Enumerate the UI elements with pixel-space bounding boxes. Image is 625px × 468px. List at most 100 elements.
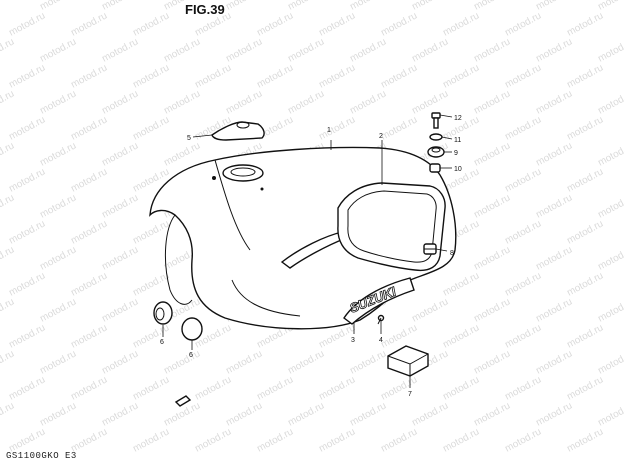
watermark-text: motod.ru	[503, 62, 543, 90]
watermark-text: motod.ru	[348, 36, 388, 64]
watermark-text: motod.ru	[131, 10, 171, 38]
watermark-text: motod.ru	[131, 114, 171, 142]
watermark-text: motod.ru	[0, 192, 16, 220]
watermark-text: motod.ru	[441, 62, 481, 90]
watermark-text: motod.ru	[0, 88, 16, 116]
watermark-text: motod.ru	[69, 322, 109, 350]
callout-10: 10	[454, 166, 462, 173]
watermark-text: motod.ru	[7, 166, 47, 194]
watermark-text: motod.ru	[100, 348, 140, 376]
watermark-text: motod.ru	[38, 36, 78, 64]
watermark-text: motod.ru	[224, 36, 264, 64]
cushion-part-9	[427, 146, 445, 158]
watermark-text: motod.ru	[534, 140, 574, 168]
watermark-text: motod.ru	[0, 36, 16, 64]
washer-part-11	[429, 133, 443, 141]
callout-3: 3	[351, 337, 355, 344]
watermark-text: motod.ru	[596, 400, 625, 428]
watermark-text: motod.ru	[317, 62, 357, 90]
watermark-text: motod.ru	[348, 0, 388, 13]
watermark-text: motod.ru	[255, 62, 295, 90]
watermark-text: motod.ru	[131, 218, 171, 246]
grommet	[423, 243, 437, 255]
watermark-text: motod.ru	[69, 218, 109, 246]
watermark-text: motod.ru	[534, 244, 574, 272]
callout-6-left: 6	[160, 339, 164, 346]
tank-cushion-left	[153, 301, 173, 325]
watermark-text: motod.ru	[317, 426, 357, 454]
watermark-text: motod.ru	[596, 0, 625, 13]
watermark-text: motod.ru	[410, 400, 450, 428]
watermark-text: motod.ru	[131, 322, 171, 350]
watermark-text: motod.ru	[379, 10, 419, 38]
watermark-text: motod.ru	[503, 166, 543, 194]
watermark-text: motod.ru	[534, 348, 574, 376]
callout-6-right: 6	[189, 352, 193, 359]
watermark-text: motod.ru	[379, 114, 419, 142]
watermark-text: motod.ru	[317, 114, 357, 142]
watermark-text: motod.ru	[69, 166, 109, 194]
watermark-text: motod.ru	[565, 62, 605, 90]
watermark-text: motod.ru	[472, 296, 512, 324]
watermark-text: motod.ru	[472, 244, 512, 272]
watermark-text: motod.ru	[472, 400, 512, 428]
watermark-text: motod.ru	[596, 296, 625, 324]
watermark-text: motod.ru	[7, 62, 47, 90]
watermark-text: motod.ru	[162, 36, 202, 64]
watermark-text: motod.ru	[162, 348, 202, 376]
callout-2: 2	[379, 133, 383, 140]
watermark-text: motod.ru	[565, 322, 605, 350]
small-clip	[174, 395, 192, 407]
bolt-part-12	[431, 112, 441, 129]
watermark-text: motod.ru	[565, 374, 605, 402]
watermark-text: motod.ru	[472, 348, 512, 376]
callout-4: 4	[379, 337, 383, 344]
knee-grip-panel	[337, 182, 446, 272]
watermark-text: motod.ru	[38, 296, 78, 324]
watermark-text: motod.ru	[534, 88, 574, 116]
watermark-text: motod.ru	[503, 10, 543, 38]
watermark-text: motod.ru	[348, 88, 388, 116]
watermark-text: motod.ru	[472, 36, 512, 64]
watermark-text: motod.ru	[224, 348, 264, 376]
tank-cap-cover	[211, 121, 265, 141]
watermark-text: motod.ru	[534, 36, 574, 64]
watermark-text: motod.ru	[7, 114, 47, 142]
watermark-text: motod.ru	[100, 140, 140, 168]
watermark-text: motod.ru	[38, 88, 78, 116]
watermark-text: motod.ru	[503, 114, 543, 142]
watermark-text: motod.ru	[224, 0, 264, 13]
watermark-text: motod.ru	[100, 400, 140, 428]
callout-1: 1	[327, 127, 331, 134]
watermark-text: motod.ru	[7, 10, 47, 38]
watermark-text: motod.ru	[69, 374, 109, 402]
tank-cushion-right	[181, 317, 203, 341]
watermark-text: motod.ru	[286, 88, 326, 116]
watermark-text: motod.ru	[565, 114, 605, 142]
watermark-text: motod.ru	[286, 400, 326, 428]
watermark-text: motod.ru	[100, 192, 140, 220]
watermark-text: motod.ru	[472, 0, 512, 13]
watermark-text: motod.ru	[596, 244, 625, 272]
watermark-text: motod.ru	[317, 10, 357, 38]
watermark-text: motod.ru	[38, 244, 78, 272]
tank-side-pad	[387, 345, 429, 377]
watermark-text: motod.ru	[69, 114, 109, 142]
watermark-text: motod.ru	[38, 400, 78, 428]
callout-12: 12	[454, 115, 462, 122]
watermark-text: motod.ru	[379, 62, 419, 90]
callout-7: 7	[408, 391, 412, 398]
watermark-text: motod.ru	[0, 348, 16, 376]
watermark-text: motod.ru	[7, 374, 47, 402]
watermark-text: motod.ru	[472, 88, 512, 116]
callout-9: 9	[454, 150, 458, 157]
spacer-part-10	[429, 163, 441, 173]
watermark-text: motod.ru	[565, 166, 605, 194]
watermark-text: motod.ru	[441, 374, 481, 402]
watermark-text: motod.ru	[441, 426, 481, 454]
watermark-text: motod.ru	[255, 426, 295, 454]
watermark-text: motod.ru	[131, 426, 171, 454]
watermark-text: motod.ru	[472, 140, 512, 168]
watermark-text: motod.ru	[38, 348, 78, 376]
watermark-text: motod.ru	[317, 374, 357, 402]
